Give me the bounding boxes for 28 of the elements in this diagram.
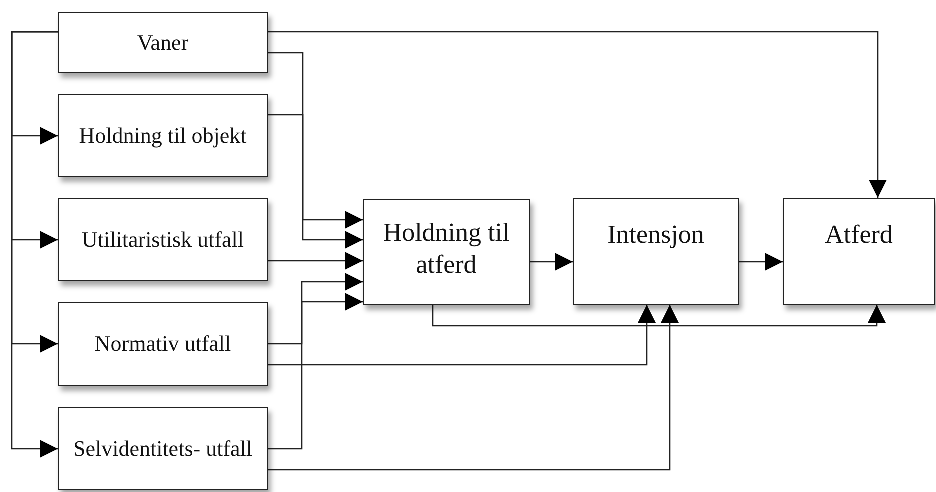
arrow [268, 31, 887, 198]
box-label: Vaner [137, 28, 189, 56]
box-label: Selvidentitets- utfall [73, 434, 253, 462]
arrow [268, 293, 363, 450]
box-label: Utilitaristisk utfall [82, 226, 244, 254]
process-box [58, 302, 268, 386]
arrow [268, 305, 679, 471]
arrow [432, 305, 886, 327]
arrow [268, 305, 656, 366]
arrow [739, 253, 783, 271]
box-label: Intensjon [608, 219, 704, 252]
arrow [268, 252, 363, 270]
process-box [58, 12, 268, 73]
process-box [783, 198, 935, 305]
process-box [58, 94, 268, 177]
arrow [530, 253, 573, 271]
process-box [58, 407, 268, 490]
process-box [58, 198, 268, 281]
arrow [268, 114, 363, 249]
arrow [11, 31, 58, 458]
box-label: Holdning til atferd [382, 216, 511, 281]
process-box [573, 198, 739, 305]
process-box [363, 199, 530, 305]
arrow [268, 273, 363, 345]
box-label: Normativ utfall [94, 330, 232, 358]
arrow [268, 52, 363, 229]
box-label: Atferd [825, 219, 893, 252]
box-label: Holdning til objekt [79, 122, 247, 150]
